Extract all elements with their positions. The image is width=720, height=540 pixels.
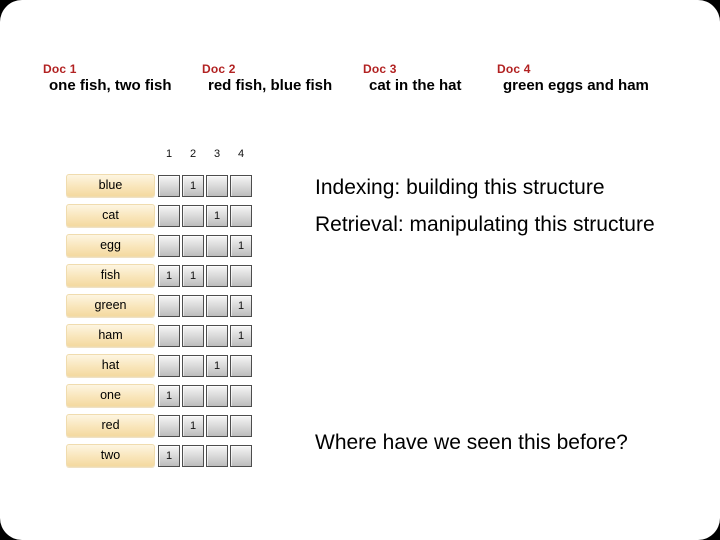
doc-4-label: Doc 4 [497,62,531,76]
incidence-cell-empty [206,444,228,467]
incidence-cell-empty [158,414,180,437]
incidence-cell-empty [206,414,228,437]
incidence-cell-filled: 1 [158,384,180,407]
matrix-row: hat 1 [66,354,254,377]
incidence-cell-empty [230,174,252,197]
term-cells: 1 [158,234,254,257]
incidence-cell-empty [158,174,180,197]
matrix-row: ham 1 [66,324,254,347]
term-cells: 1 [158,414,254,437]
incidence-cell-filled: 1 [206,354,228,377]
matrix-column-headers: 1 2 3 4 [158,148,254,160]
doc-header-1: Doc 1 one fish, two fish [43,62,172,94]
term-label: two [66,444,155,467]
incidence-cell-empty [182,384,204,407]
term-cells: 1 [158,354,254,377]
incidence-cell-empty [182,444,204,467]
incidence-cell-empty [158,354,180,377]
doc-header-3: Doc 3 cat in the hat [363,62,462,94]
incidence-cell-empty [158,294,180,317]
incidence-cell-filled: 1 [206,204,228,227]
term-cells: 1 [158,204,254,227]
incidence-cell-empty [182,324,204,347]
incidence-cell-filled: 1 [182,264,204,287]
term-label: one [66,384,155,407]
incidence-cell-empty [182,294,204,317]
column-header: 3 [213,148,221,160]
term-label: green [66,294,155,317]
doc-3-label: Doc 3 [363,62,397,76]
doc-2-text: red fish, blue fish [208,77,333,94]
incidence-cell-empty [206,234,228,257]
term-cells: 1 [158,444,254,467]
annotation-retrieval: Retrieval: manipulating this structure [315,213,655,236]
matrix-row: red 1 [66,414,254,437]
incidence-cell-empty [230,354,252,377]
doc-4-text: green eggs and ham [503,77,649,94]
incidence-cell-empty [182,234,204,257]
annotation-question: Where have we seen this before? [315,431,628,454]
incidence-cell-empty [182,354,204,377]
incidence-cell-filled: 1 [158,264,180,287]
incidence-cell-empty [182,204,204,227]
incidence-cell-filled: 1 [230,294,252,317]
matrix-row: green 1 [66,294,254,317]
matrix-row: cat 1 [66,204,254,227]
incidence-cell-filled: 1 [158,444,180,467]
matrix-row: blue 1 [66,174,254,197]
term-cells: 1 [158,294,254,317]
incidence-cell-empty [206,264,228,287]
term-cells: 1 [158,174,254,197]
incidence-cell-empty [206,174,228,197]
term-label: hat [66,354,155,377]
term-cells: 1 [158,384,254,407]
incidence-cell-empty [206,294,228,317]
doc-3-text: cat in the hat [369,77,462,94]
incidence-cell-empty [230,384,252,407]
incidence-cell-empty [158,204,180,227]
incidence-cell-empty [230,414,252,437]
column-header: 1 [165,148,173,160]
term-label: cat [66,204,155,227]
term-label: egg [66,234,155,257]
incidence-cell-empty [206,384,228,407]
term-label: blue [66,174,155,197]
incidence-cell-filled: 1 [230,324,252,347]
column-header: 2 [189,148,197,160]
incidence-cell-filled: 1 [182,174,204,197]
incidence-cell-filled: 1 [230,234,252,257]
matrix-row: egg 1 [66,234,254,257]
doc-1-label: Doc 1 [43,62,77,76]
annotation-indexing: Indexing: building this structure [315,176,605,199]
doc-1-text: one fish, two fish [49,77,172,94]
incidence-cell-empty [158,234,180,257]
doc-header-4: Doc 4 green eggs and ham [497,62,649,94]
doc-2-label: Doc 2 [202,62,236,76]
doc-header-2: Doc 2 red fish, blue fish [202,62,332,94]
incidence-cell-empty [230,204,252,227]
incidence-cell-empty [158,324,180,347]
term-label: ham [66,324,155,347]
term-cells: 1 [158,324,254,347]
incidence-cell-empty [230,444,252,467]
incidence-cell-empty [230,264,252,287]
term-label: fish [66,264,155,287]
incidence-cell-empty [206,324,228,347]
incidence-cell-filled: 1 [182,414,204,437]
term-label: red [66,414,155,437]
column-header: 4 [237,148,245,160]
